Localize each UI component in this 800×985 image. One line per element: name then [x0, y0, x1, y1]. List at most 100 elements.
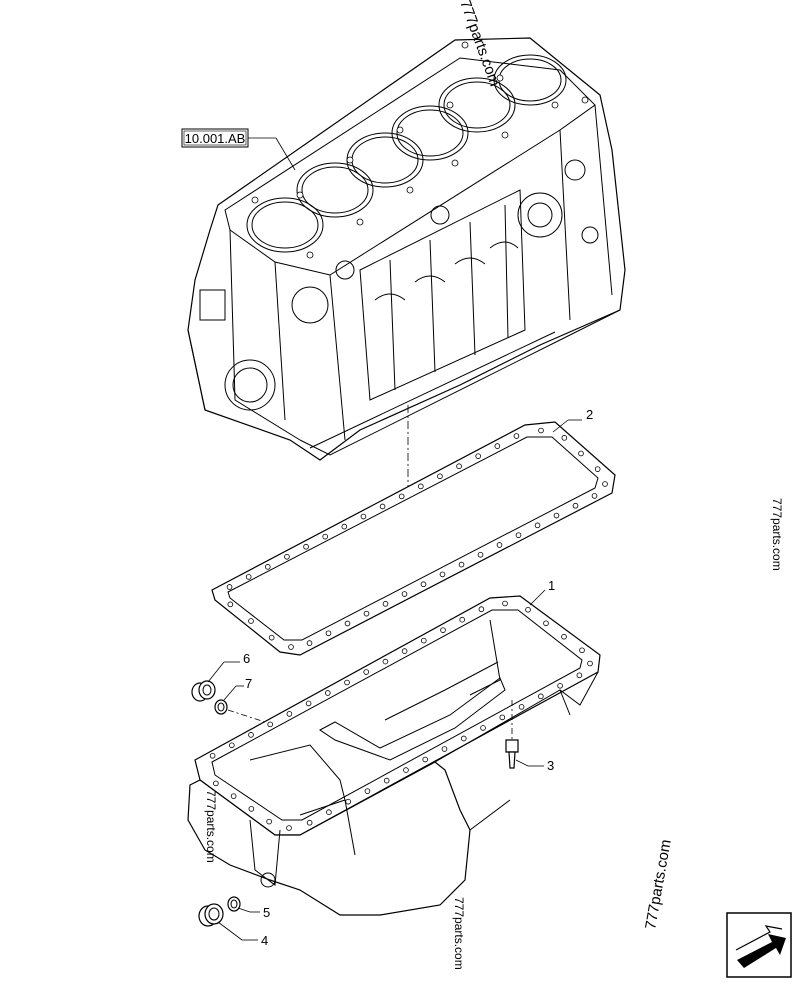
- washer-part-7: [214, 699, 228, 715]
- bolt-hole: [401, 648, 408, 654]
- bolt-hole: [306, 640, 313, 646]
- bolt-hole: [248, 618, 254, 624]
- watermark-bottom-right: 777parts.com: [642, 838, 675, 930]
- bolt-hole: [345, 798, 351, 805]
- oil-pan-gasket: [211, 421, 616, 656]
- callout-2-label: 2: [586, 407, 593, 422]
- bolt-hole: [420, 637, 427, 644]
- callout-3[interactable]: 3: [515, 758, 554, 773]
- gasket-bolt-holes: [226, 427, 608, 650]
- bolt-hole: [306, 819, 313, 826]
- bolt-hole: [422, 756, 429, 763]
- reference-label-text: 10.001.AB: [185, 131, 246, 146]
- bolt-hole: [576, 672, 583, 679]
- drain-plug-part-4: [198, 903, 224, 927]
- callout-1-label: 1: [548, 578, 555, 593]
- bolt-hole: [587, 660, 593, 667]
- bolt-hole: [494, 443, 501, 449]
- watermark-left-mid: 777parts.com: [204, 790, 218, 863]
- callout-3-label: 3: [547, 758, 554, 773]
- bolt-hole: [440, 627, 446, 633]
- arrow-next-page-icon[interactable]: [726, 912, 792, 978]
- bolt-hole: [475, 453, 481, 459]
- callout-1[interactable]: 1: [529, 578, 555, 606]
- bolt-hole: [325, 630, 332, 637]
- bolt-hole: [579, 647, 585, 654]
- bolt-hole: [364, 788, 371, 794]
- bolt-hole: [401, 591, 408, 597]
- bolt-hole: [460, 735, 467, 742]
- bolt-hole: [383, 777, 390, 784]
- bolt-hole: [286, 825, 292, 831]
- bolt-hole: [286, 711, 293, 717]
- bolt-hole: [265, 564, 271, 570]
- bolt-hole: [477, 551, 484, 558]
- callout-5-label: 5: [263, 905, 270, 920]
- bolt-hole: [525, 606, 531, 613]
- bolt-hole: [538, 693, 544, 700]
- bolt-hole: [480, 725, 486, 731]
- engine-block: [187, 37, 626, 461]
- bolt-hole: [478, 606, 485, 613]
- bolt-hole: [515, 532, 522, 538]
- bolt-hole: [379, 503, 386, 510]
- bolt-hole: [420, 581, 427, 588]
- bolt-hole: [572, 502, 579, 509]
- bolt-hole: [534, 522, 541, 529]
- bolt-hole: [324, 690, 331, 696]
- bolt-hole: [561, 435, 568, 441]
- bolt-hole: [326, 809, 332, 815]
- bolt-hole: [363, 669, 370, 675]
- bolt-hole: [230, 793, 237, 799]
- callout-5[interactable]: 5: [237, 905, 270, 920]
- callout-4[interactable]: 4: [217, 921, 268, 948]
- callout-6-label: 6: [243, 651, 250, 666]
- bolt-hole: [305, 700, 312, 707]
- bolt-hole: [403, 767, 409, 773]
- seal-ring-part-5: [227, 896, 241, 912]
- bolt-hole: [226, 584, 233, 590]
- bolt-hole: [499, 714, 506, 721]
- oil-pan-bolt-holes: [209, 600, 593, 831]
- bolt-hole: [268, 634, 275, 641]
- bolt-hole: [360, 513, 367, 520]
- callout-7-label: 7: [245, 676, 252, 691]
- reference-label-box[interactable]: 10.001.AB: [181, 128, 296, 171]
- bolt-hole: [363, 610, 370, 617]
- bolt-hole: [382, 601, 389, 607]
- bolt-hole: [288, 644, 294, 650]
- bolt-hole: [418, 483, 424, 490]
- bolt-hole: [502, 600, 508, 607]
- bolt-hole: [543, 620, 549, 627]
- bolt-hole: [458, 561, 465, 568]
- bolt-hole: [578, 450, 584, 457]
- callout-4-label: 4: [261, 933, 268, 948]
- bolt-hole: [245, 574, 252, 580]
- bolt-hole: [322, 533, 328, 540]
- bolt-hole: [284, 553, 290, 560]
- bolt-hole: [441, 746, 448, 752]
- bolt-hole: [557, 682, 563, 689]
- bolt-hole: [266, 818, 272, 825]
- bolt-hole: [344, 679, 350, 686]
- bolt-hole: [341, 523, 348, 530]
- bolt-hole: [227, 601, 234, 608]
- watermark-bottom-center: 777parts.com: [452, 897, 466, 970]
- callout-6[interactable]: 6: [207, 651, 250, 683]
- bolt-hole: [303, 543, 309, 550]
- bolt-hole: [591, 493, 598, 499]
- watermark-right: 777parts.com: [770, 498, 784, 571]
- bolt-hole: [229, 742, 235, 749]
- bolt-hole: [213, 780, 219, 787]
- callout-7[interactable]: 7: [223, 676, 252, 701]
- bolt-hole: [538, 427, 544, 434]
- callout-2[interactable]: 2: [552, 407, 593, 433]
- bolt-part-3: [505, 739, 519, 769]
- bolt-hole: [248, 806, 255, 812]
- bolt-hole: [456, 463, 462, 470]
- bolt-hole: [248, 732, 254, 738]
- bolt-hole: [518, 704, 525, 710]
- bolt-hole: [439, 571, 446, 578]
- bolt-hole: [398, 493, 405, 500]
- oil-pan: [187, 595, 601, 916]
